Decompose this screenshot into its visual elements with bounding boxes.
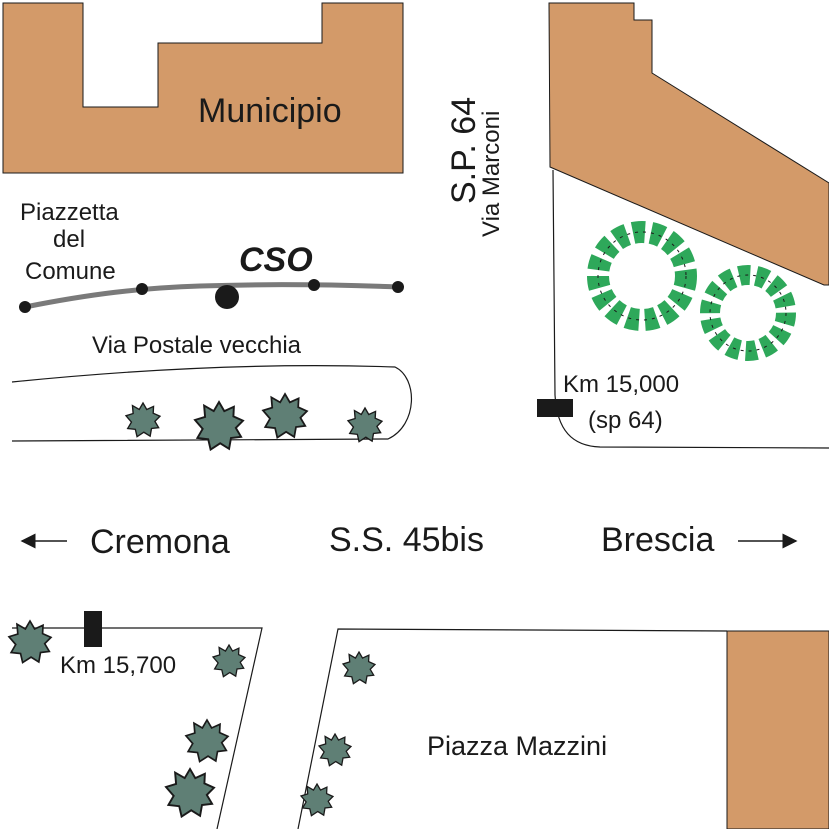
bush [195, 402, 243, 450]
sp64-block-outline [552, 169, 829, 449]
bush [213, 645, 245, 677]
southeast-building [726, 630, 829, 829]
bush [9, 621, 51, 663]
piazza-mazzini-label: Piazza Mazzini [427, 731, 607, 761]
tree-canopy-ring [587, 221, 697, 331]
pipeline-node [392, 281, 404, 293]
cso-pipeline [22, 282, 401, 310]
pipeline-node [19, 301, 31, 313]
pipeline-node [308, 279, 320, 291]
via-postale-block-outline [11, 365, 413, 442]
northeast-building [548, 2, 829, 286]
piazzetta-label-line1: Piazzetta [20, 199, 119, 226]
tree-bushes [9, 394, 382, 817]
municipio-building [2, 2, 404, 174]
km-sp64-label-line2: (sp 64) [588, 407, 663, 434]
tree-cluster-northeast [587, 221, 796, 361]
via-postale-label: Via Postale vecchia [92, 332, 302, 359]
bush [319, 734, 351, 766]
cremona-label: Cremona [90, 523, 230, 561]
piazzetta-label-line3: Comune [25, 258, 116, 285]
municipio-label: Municipio [198, 92, 342, 130]
tree-canopy-ring [700, 265, 796, 361]
via-marconi-label: Via Marconi [478, 111, 505, 237]
cso-label: CSO [239, 241, 313, 279]
km-ss45bis-label: Km 15,700 [60, 652, 176, 679]
bush [166, 769, 214, 817]
km-marker-sp64 [537, 399, 573, 417]
km-sp64-label-line1: Km 15,000 [563, 371, 679, 398]
brescia-label: Brescia [601, 521, 714, 559]
pipeline-node [136, 283, 148, 295]
km-marker-ss45bis [84, 611, 102, 647]
sp64-road-label: S.P. 64 [445, 97, 483, 204]
piazzetta-label-line2: del [53, 226, 85, 253]
ss45bis-label: S.S. 45bis [329, 521, 484, 559]
cso-outfall-point [215, 285, 239, 309]
bush [186, 720, 228, 762]
bush [126, 403, 160, 437]
bush [343, 652, 375, 684]
piazza-mazzini-block-outline [297, 628, 728, 829]
bush [348, 408, 382, 442]
bush [263, 394, 307, 438]
